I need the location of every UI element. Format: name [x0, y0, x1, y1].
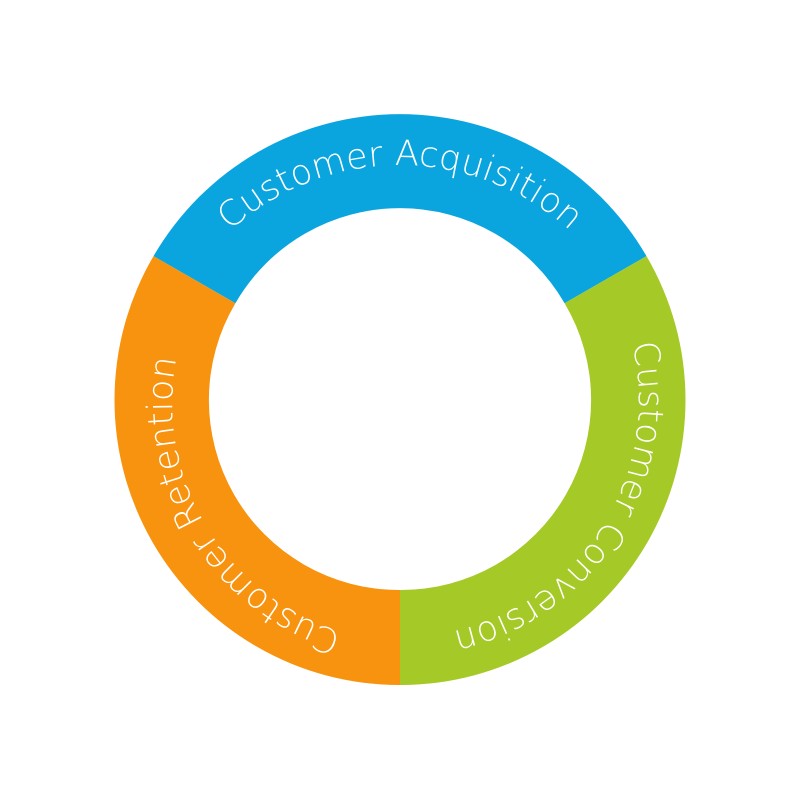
- segment-customer-conversion: [400, 256, 686, 686]
- segment-customer-retention: [114, 256, 400, 686]
- segment-label-customer-conversion: Customer Conversion: [450, 338, 670, 662]
- segment-customer-acquisition: [153, 114, 647, 304]
